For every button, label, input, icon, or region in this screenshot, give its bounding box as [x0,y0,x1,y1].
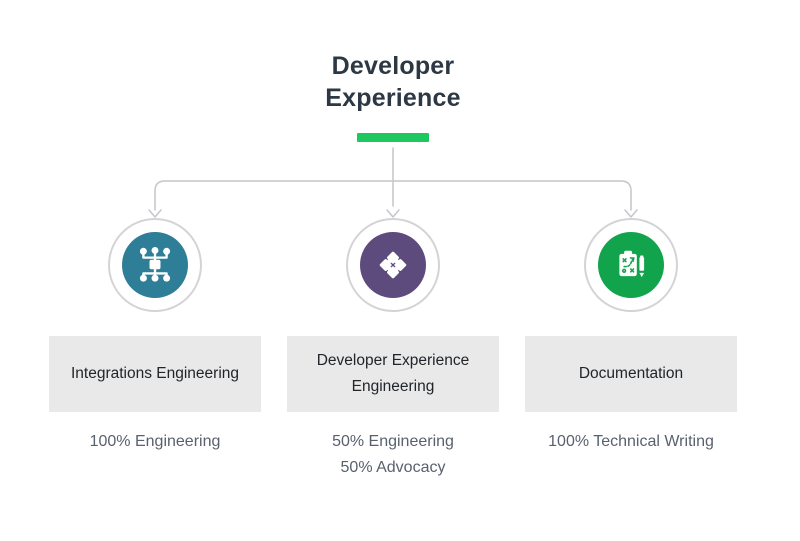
arrowhead-left [148,209,162,218]
allocation-line: 100% Technical Writing [548,433,714,450]
allocation-line: 50% Advocacy [340,459,446,476]
icon-circle [598,232,664,298]
node-circle [584,218,678,312]
node-label: Documentation [578,365,684,382]
node-circle [108,218,202,312]
allocation-text: 100% Technical Writing [548,429,714,455]
icon-circle [122,232,188,298]
arrowhead-center [386,209,400,218]
page-title: Developer Experience [253,50,533,114]
icon-circle [360,232,426,298]
node-circle [346,218,440,312]
strategy-clipboard-icon [619,250,645,278]
allocation-text: 50% Engineering 50% Advocacy [332,429,454,481]
org-column-developer-experience-engineering: Developer Experience Engineering 50% Eng… [287,218,499,481]
node-label-card: Developer Experience Engineering [287,336,499,412]
org-column-integrations-engineering: Integrations Engineering 100% Engineerin… [49,218,261,455]
node-label: Integrations Engineering [70,365,240,382]
org-column-documentation: Documentation 100% Technical Writing [525,218,737,455]
allocation-line: 50% Engineering [332,433,454,450]
allocation-text: 100% Engineering [90,429,221,455]
title-underline-accent [357,133,429,142]
page-title-line2: Experience [325,84,461,112]
node-label-card: Integrations Engineering [49,336,261,412]
puzzle-icon [379,251,407,279]
allocation-line: 100% Engineering [89,433,221,450]
node-label-card: Documentation [525,336,737,412]
connector-lines [148,147,638,218]
arrowhead-right [624,209,638,218]
sitemap-icon [139,246,171,282]
node-label: Developer Experience Engineering [316,352,470,395]
page-title-line1: Developer [331,52,455,80]
